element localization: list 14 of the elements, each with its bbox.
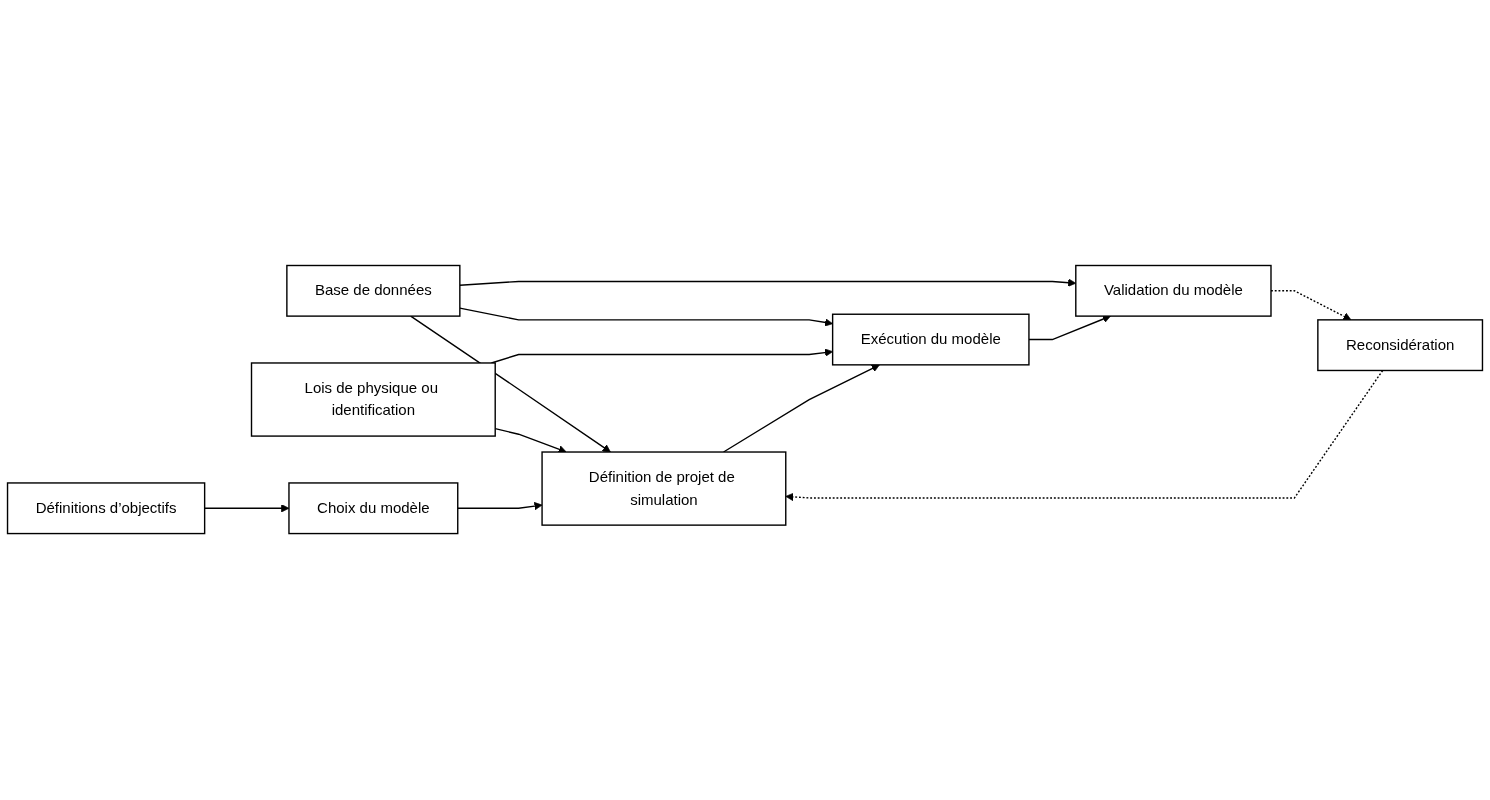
node-box: Choix du modèle xyxy=(288,482,459,535)
arrow xyxy=(785,370,1384,502)
arrow xyxy=(459,307,833,327)
node-box: Définitions d’objectifs xyxy=(6,482,206,535)
arrow xyxy=(457,502,543,511)
node-box: Lois de physique ou identification xyxy=(250,362,496,438)
arrow xyxy=(722,364,880,454)
arrow xyxy=(1028,315,1111,341)
node-box: Validation du modèle xyxy=(1075,265,1272,318)
node-box: Définition de projet de simulation xyxy=(541,451,787,527)
node-box: Reconsidération xyxy=(1317,319,1484,372)
node-box: Base de données xyxy=(286,265,461,318)
arrow xyxy=(410,315,611,453)
node-box: Exécution du modèle xyxy=(831,314,1030,367)
